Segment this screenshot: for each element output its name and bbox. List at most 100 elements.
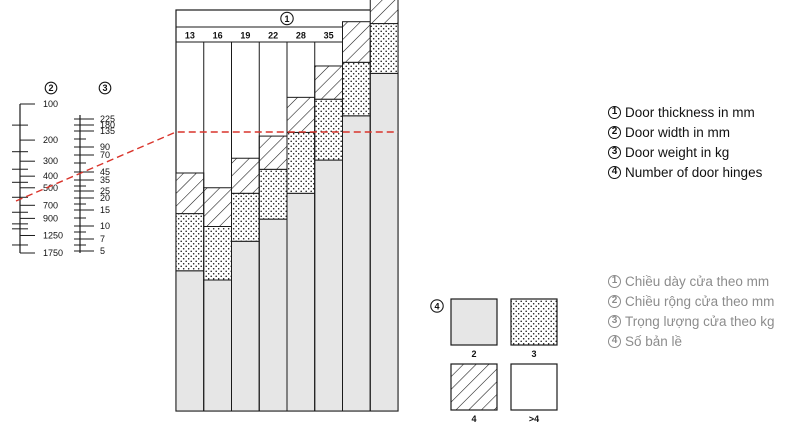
width-axis-marker-icon bbox=[44, 81, 58, 95]
chart-column-35: 35 bbox=[314, 31, 343, 412]
weight-tick-label: 225 bbox=[100, 114, 115, 124]
weight-tick-label: 10 bbox=[100, 221, 110, 231]
width-tick-label: 100 bbox=[43, 99, 58, 109]
segment-4-hinges bbox=[342, 21, 371, 63]
chart-column-22: 22 bbox=[258, 31, 288, 412]
circled-number-icon: 4 bbox=[608, 165, 621, 179]
segment-2-hinges bbox=[203, 279, 232, 412]
weight-tick-label: 7 bbox=[100, 234, 105, 244]
weight-axis-marker: 3 bbox=[102, 83, 107, 93]
weight-tick-label: 20 bbox=[100, 193, 110, 203]
legend-text: Trọng lượng cửa theo kg bbox=[625, 313, 775, 329]
weight-tick-label: 45 bbox=[100, 167, 110, 177]
hinge-key-marker: 4 bbox=[434, 301, 439, 311]
weight-tick-label: 5 bbox=[100, 246, 105, 256]
scales-group: 2100200300400500700900125017503225180135… bbox=[12, 81, 115, 258]
legend-item: 4 Number of door hinges bbox=[608, 162, 762, 182]
width-tick-label: 1250 bbox=[43, 230, 63, 240]
segment-3-hinges bbox=[203, 226, 232, 281]
hinge-key-item-1: 2 bbox=[450, 298, 498, 359]
tick-label-thickness: 35 bbox=[324, 31, 334, 41]
legend-text: Chiều rộng cửa theo mm bbox=[625, 293, 775, 309]
width-tick-label: 500 bbox=[43, 183, 58, 193]
segment-2-hinges bbox=[231, 240, 260, 412]
segment-4-hinges bbox=[314, 65, 343, 100]
tick-label-thickness: 19 bbox=[240, 31, 250, 41]
hinge-key-label: 4 bbox=[471, 414, 476, 424]
segment-3-hinges bbox=[342, 61, 371, 117]
segment-2-hinges bbox=[258, 218, 288, 412]
hinge-key-swatch bbox=[510, 363, 558, 411]
legend-text: Số bản lề bbox=[625, 333, 683, 349]
weight-tick-label: 135 bbox=[100, 126, 115, 136]
hinge-key-marker-icon bbox=[430, 299, 444, 313]
chart-column-19: 19 bbox=[231, 31, 260, 412]
width-tick-label: 400 bbox=[43, 171, 58, 181]
legend-item: 3 Door weight in kg bbox=[608, 142, 762, 162]
circled-number-icon: 4 bbox=[608, 334, 621, 348]
circled-number-icon: 3 bbox=[608, 314, 621, 328]
segment-2-hinges bbox=[314, 159, 343, 412]
segment-4-hinges bbox=[286, 96, 316, 133]
width-tick-label: 700 bbox=[43, 200, 58, 210]
segment-3-hinges bbox=[231, 192, 260, 242]
hinge-key-swatch bbox=[510, 298, 558, 346]
segment-3-hinges bbox=[258, 168, 288, 220]
hinge-key-item-4: >4 bbox=[510, 363, 558, 424]
segment-3-hinges bbox=[286, 131, 316, 194]
legend-text: Door weight in kg bbox=[625, 144, 730, 160]
weight-tick-label: 70 bbox=[100, 150, 110, 160]
weight-tick-label: 15 bbox=[100, 205, 110, 215]
reading-line bbox=[15, 131, 398, 202]
segment-4-hinges bbox=[369, 0, 399, 25]
segment-2-hinges bbox=[369, 72, 399, 412]
hinge-key-label: >4 bbox=[529, 414, 539, 424]
hinge-key: 4 2 3 4 >4 bbox=[430, 298, 558, 424]
tick-label-thickness: 13 bbox=[185, 31, 195, 41]
width-tick-label: 300 bbox=[43, 156, 58, 166]
chart-column-41: 41 bbox=[342, 21, 371, 412]
legend-text: Door width in mm bbox=[625, 124, 731, 140]
legend-text: Door thickness in mm bbox=[625, 104, 755, 120]
weight-tick-label: 90 bbox=[100, 142, 110, 152]
reading-line-group bbox=[15, 131, 398, 202]
segment-4-hinges bbox=[203, 187, 232, 228]
legend-text: Chiều dày cửa theo mm bbox=[625, 273, 770, 289]
width-axis-marker: 2 bbox=[48, 83, 53, 93]
tick-label-thickness: 16 bbox=[213, 31, 223, 41]
segment-2-hinges bbox=[286, 192, 316, 412]
segment-3-hinges bbox=[175, 213, 205, 272]
hinge-key-item-2: 3 bbox=[510, 298, 558, 359]
legend-item: 3 Trọng lượng cửa theo kg bbox=[608, 311, 775, 331]
segment-4-hinges bbox=[258, 135, 288, 170]
legend-item: 4 Số bản lề bbox=[608, 331, 775, 351]
hinge-key-swatch bbox=[450, 363, 498, 411]
weight-tick-label: 180 bbox=[100, 120, 115, 130]
legend-item: 1 Chiều dày cửa theo mm bbox=[608, 271, 775, 291]
hinge-key-item-3: 4 bbox=[450, 363, 498, 424]
weight-tick-label: 25 bbox=[100, 186, 110, 196]
weight-tick-label: 35 bbox=[100, 175, 110, 185]
chart-title: 1 bbox=[284, 14, 289, 24]
weight-axis-marker-icon bbox=[98, 81, 112, 95]
segment-4-hinges bbox=[231, 157, 260, 194]
circled-number-icon: 3 bbox=[608, 145, 621, 159]
chart-column-13: 13 bbox=[175, 31, 205, 412]
circled-number-icon: 1 bbox=[608, 105, 621, 119]
segment-3-hinges bbox=[314, 98, 343, 161]
circled-number-icon: 1 bbox=[608, 274, 621, 288]
legend-text: Number of door hinges bbox=[625, 164, 763, 180]
segment-2-hinges bbox=[342, 115, 371, 412]
chart-column-28: 28 bbox=[286, 31, 316, 412]
hinge-key-swatch bbox=[450, 298, 498, 346]
width-tick-label: 900 bbox=[43, 213, 58, 223]
title-circle-icon bbox=[280, 11, 294, 26]
chart-column-48: 48 bbox=[369, 0, 399, 412]
hinge-key-label: 2 bbox=[471, 349, 476, 359]
